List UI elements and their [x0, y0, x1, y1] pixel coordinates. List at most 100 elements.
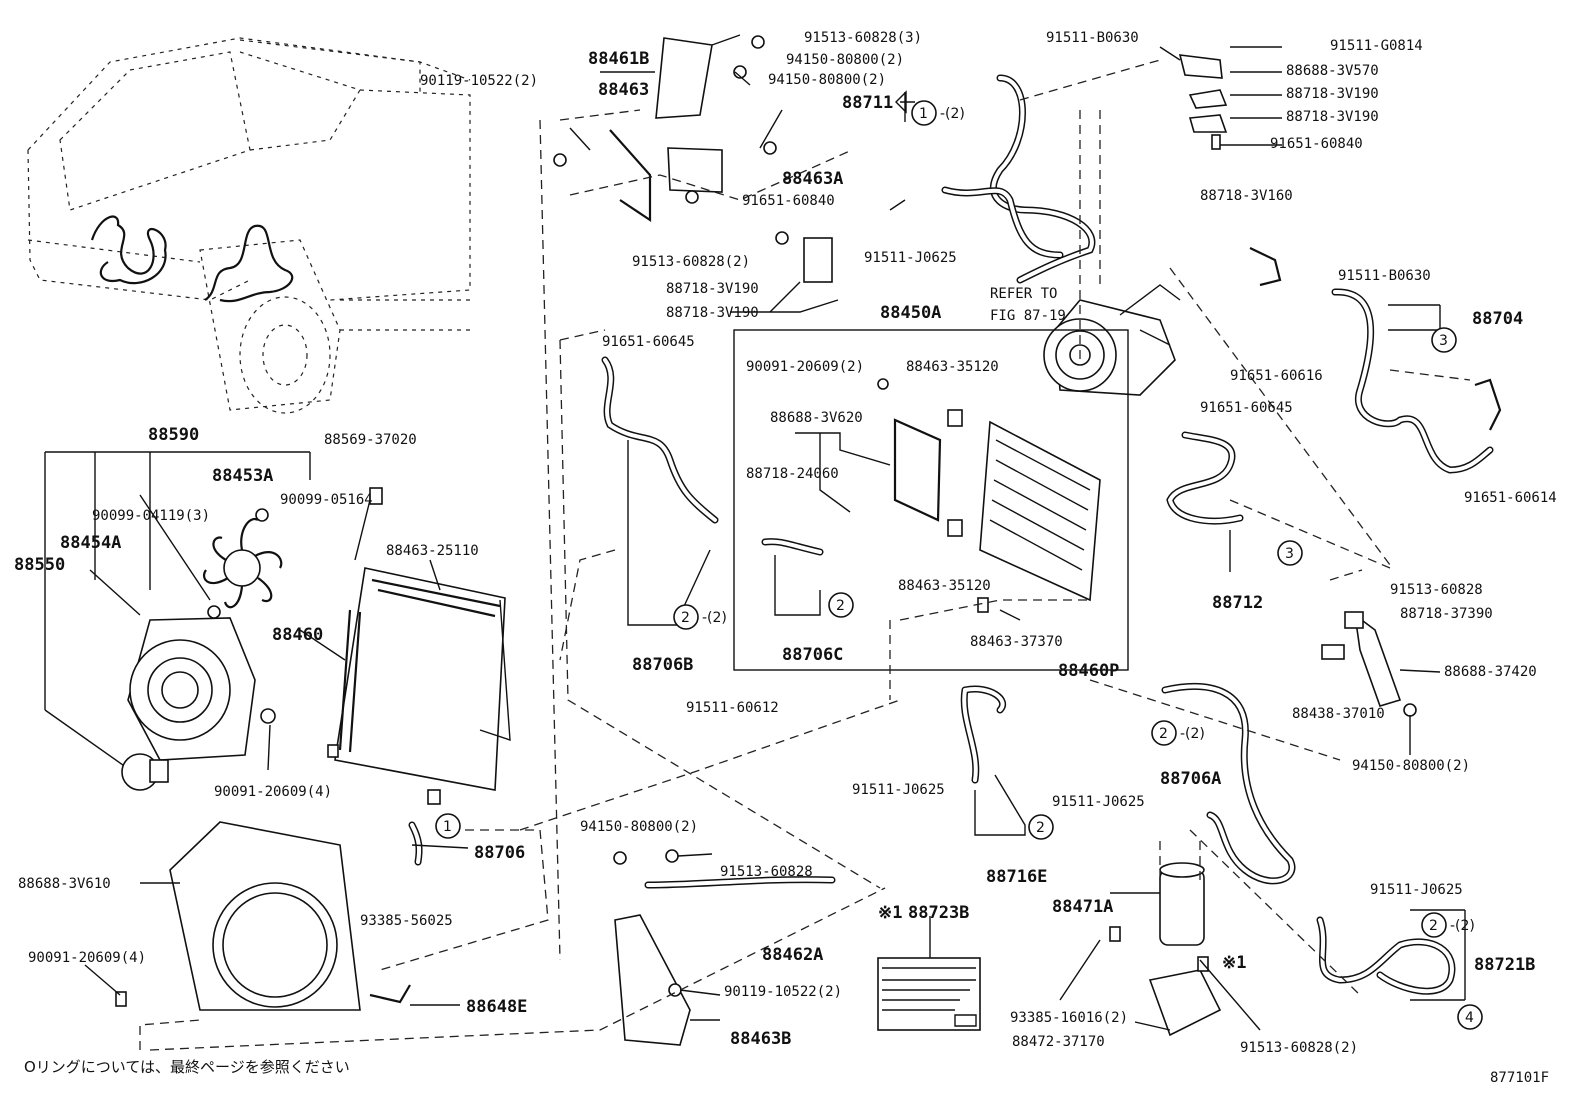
- fan-assembly-group: [44, 451, 383, 791]
- part-label-88460P[interactable]: 88460P: [1058, 661, 1119, 681]
- part-label-88706A[interactable]: 88706A: [1160, 769, 1221, 789]
- callout-2-circle: [828, 592, 854, 618]
- bolt-icon: [260, 708, 276, 724]
- part-label-88463-37370[interactable]: 88463-37370: [970, 634, 1063, 650]
- callout-2-circle: [1151, 720, 1177, 746]
- part-label-90119-10522[interactable]: 90119-10522(2): [724, 984, 842, 1000]
- part-label-94150-80800[interactable]: 94150-80800(2): [786, 52, 904, 68]
- part-label-90099-05164[interactable]: 90099-05164: [280, 492, 373, 508]
- part-label-91511-B0630[interactable]: 91511-B0630: [1338, 268, 1431, 284]
- callout-2: 2: [1429, 918, 1438, 934]
- part-label-88460[interactable]: 88460: [272, 625, 323, 645]
- part-label-94150-80800[interactable]: 94150-80800(2): [1352, 758, 1470, 774]
- part-label-88462A[interactable]: 88462A: [762, 945, 823, 965]
- part-label-88688-3V620[interactable]: 88688-3V620: [770, 410, 863, 426]
- part-label-88648E[interactable]: 88648E: [466, 997, 527, 1017]
- callout-brackets: [411, 90, 1466, 1001]
- part-label-91651-60616[interactable]: 91651-60616: [1230, 368, 1323, 384]
- part-label-88688-3V570[interactable]: 88688-3V570: [1286, 63, 1379, 79]
- part-label-88716E[interactable]: 88716E: [986, 867, 1047, 887]
- part-label-90099-04119[interactable]: 90099-04119(3): [92, 508, 210, 524]
- callout-quantity: -(2): [1180, 726, 1205, 742]
- part-label-88472-37170[interactable]: 88472-37170: [1012, 1034, 1105, 1050]
- part-label-88706[interactable]: 88706: [474, 843, 525, 863]
- part-label-88463[interactable]: 88463: [598, 80, 649, 100]
- group-dashed-lines: [139, 59, 1471, 1051]
- part-label-94150-80800[interactable]: 94150-80800(2): [580, 819, 698, 835]
- part-label-91651-60840[interactable]: 91651-60840: [742, 193, 835, 209]
- callout-quantity: -(2): [940, 106, 965, 122]
- part-label-88454A[interactable]: 88454A: [60, 533, 121, 553]
- figure-code: 877101F: [1490, 1070, 1549, 1086]
- part-label-88463-25110[interactable]: 88463-25110: [386, 543, 479, 559]
- bolt-icon: [369, 487, 383, 505]
- part-label-88688-37420[interactable]: 88688-37420: [1444, 664, 1537, 680]
- part-label-90091-20609[interactable]: 90091-20609(4): [214, 784, 332, 800]
- part-label-91511-J0625[interactable]: 91511-J0625: [1370, 882, 1463, 898]
- part-label-88688-3V610[interactable]: 88688-3V610: [18, 876, 111, 892]
- part-label-88453A[interactable]: 88453A: [212, 466, 273, 486]
- part-label-88711[interactable]: 88711: [842, 93, 893, 113]
- part-label-88569-37020[interactable]: 88569-37020: [324, 432, 417, 448]
- part-label-88590[interactable]: 88590: [148, 425, 199, 445]
- part-label-88706B[interactable]: 88706B: [632, 655, 693, 675]
- part-label-93385-56025[interactable]: 93385-56025: [360, 913, 453, 929]
- callout-1: 1: [443, 819, 452, 835]
- part-label-90091-20609[interactable]: 90091-20609(2): [746, 359, 864, 375]
- part-label-91651-60614[interactable]: 91651-60614: [1464, 490, 1557, 506]
- part-label-88461B[interactable]: 88461B: [588, 49, 649, 69]
- cooling-fan: [202, 517, 283, 609]
- part-label-88463B[interactable]: 88463B: [730, 1029, 791, 1049]
- part-label-91651-60645[interactable]: 91651-60645: [602, 334, 695, 350]
- part-label-91513-60828[interactable]: 91513-60828(3): [804, 30, 922, 46]
- part-label-88550[interactable]: 88550: [14, 555, 65, 575]
- part-label-88718-3V190[interactable]: 88718-3V190: [666, 305, 759, 321]
- part-label-91511-60612[interactable]: 91511-60612: [686, 700, 779, 716]
- part-label-88718-3V190[interactable]: 88718-3V190: [1286, 86, 1379, 102]
- refer-fig-text[interactable]: FIG 87-19: [990, 308, 1066, 324]
- part-label-91513-60828[interactable]: 91513-60828: [1390, 582, 1483, 598]
- part-label-91651-60645[interactable]: 91651-60645: [1200, 400, 1293, 416]
- bolt-icon: [207, 605, 221, 619]
- part-label-88718-37390[interactable]: 88718-37390: [1400, 606, 1493, 622]
- callout-quantity: -(2): [1450, 918, 1475, 934]
- right-brackets: [1159, 46, 1502, 755]
- part-label-90119-10522[interactable]: 90119-10522(2): [420, 73, 538, 89]
- callout-3: 3: [1439, 333, 1448, 349]
- callout-2: 2: [681, 610, 690, 626]
- part-label-88463-35120[interactable]: 88463-35120: [898, 578, 991, 594]
- part-label-88718-3V160[interactable]: 88718-3V160: [1200, 188, 1293, 204]
- callout-1: 1: [919, 106, 928, 122]
- part-label-91511-J0625[interactable]: 91511-J0625: [864, 250, 957, 266]
- part-label-88471A[interactable]: 88471A: [1052, 897, 1113, 917]
- part-label-91513-60828[interactable]: 91513-60828(2): [1240, 1040, 1358, 1056]
- part-label-88718-24060[interactable]: 88718-24060: [746, 466, 839, 482]
- callout-quantity: -(2): [702, 610, 727, 626]
- part-label-88463A[interactable]: 88463A: [782, 169, 843, 189]
- part-label-88723B[interactable]: 88723B: [908, 903, 969, 923]
- part-label-88721B[interactable]: 88721B: [1474, 955, 1535, 975]
- front-shroud: [84, 821, 460, 1011]
- part-label-91651-60840[interactable]: 91651-60840: [1270, 136, 1363, 152]
- part-label-88706C[interactable]: 88706C: [782, 645, 843, 665]
- receiver-dryer: [1059, 862, 1261, 1037]
- part-label-91511-J0625[interactable]: 91511-J0625: [1052, 794, 1145, 810]
- part-label-91513-60828[interactable]: 91513-60828(2): [632, 254, 750, 270]
- part-label-88450A[interactable]: 88450A: [880, 303, 941, 323]
- part-label-93385-16016[interactable]: 93385-16016(2): [1010, 1010, 1128, 1026]
- part-label-88718-3V190[interactable]: 88718-3V190: [1286, 109, 1379, 125]
- part-label-88712[interactable]: 88712: [1212, 593, 1263, 613]
- part-label-91511-B0630[interactable]: 91511-B0630: [1046, 30, 1139, 46]
- part-label-91513-60828[interactable]: 91513-60828: [720, 864, 813, 880]
- asterisk-mark: ※1: [1222, 953, 1246, 973]
- part-label-88704[interactable]: 88704: [1472, 309, 1523, 329]
- part-label-88463-35120[interactable]: 88463-35120: [906, 359, 999, 375]
- part-label-91511-G0814[interactable]: 91511-G0814: [1330, 38, 1423, 54]
- part-label-91511-J0625[interactable]: 91511-J0625: [852, 782, 945, 798]
- part-label-94150-80800[interactable]: 94150-80800(2): [768, 72, 886, 88]
- part-label-88718-3V190[interactable]: 88718-3V190: [666, 281, 759, 297]
- part-label-88438-37010[interactable]: 88438-37010: [1292, 706, 1385, 722]
- part-label-90091-20609[interactable]: 90091-20609(4): [28, 950, 146, 966]
